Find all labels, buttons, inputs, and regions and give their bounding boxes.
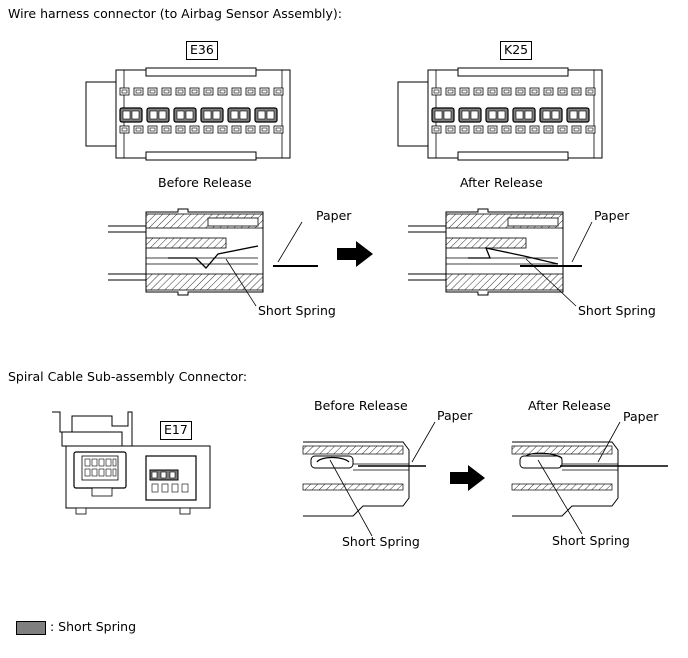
label-paper-before: Paper [316, 208, 352, 223]
connector-tag-k25: K25 [500, 41, 533, 60]
label-short-spring-before: Short Spring [258, 303, 336, 318]
label-paper-after: Paper [594, 208, 630, 223]
label-short-spring-after: Short Spring [578, 303, 656, 318]
short-spring-shape [468, 247, 559, 265]
spring-leader-after [525, 258, 577, 307]
section2-title: Spiral Cable Sub-assembly Connector: [8, 369, 248, 384]
caption-after-release-2: After Release [528, 398, 611, 413]
connector-tag-e36: E36 [186, 41, 218, 60]
label-paper-after-2: Paper [623, 409, 659, 424]
cross-section-after-release [407, 208, 564, 296]
connector-k25-top-view [397, 67, 603, 161]
label-paper-before-2: Paper [437, 408, 473, 423]
section1-title: Wire harness connector (to Airbag Sensor… [8, 6, 343, 21]
spiral-section-after-release [511, 441, 619, 517]
caption-before-release: Before Release [158, 175, 252, 190]
spring-leader-before-2 [329, 459, 373, 537]
label-short-spring-before-2: Short Spring [342, 534, 420, 549]
legend-swatch [16, 621, 46, 635]
connector-e36-top-view [85, 67, 291, 161]
spring-leader-after-2 [537, 459, 583, 535]
right-arrow-icon [450, 465, 485, 491]
spiral-cable-connector-front-view [52, 411, 211, 515]
paper-leader-before [277, 221, 303, 263]
caption-after-release: After Release [460, 175, 543, 190]
paper-leader-before-2 [411, 421, 436, 463]
right-arrow-icon [337, 241, 373, 267]
spring-leader-before [225, 258, 257, 307]
short-spring-shape [316, 456, 350, 463]
paper-leader-after-2 [597, 421, 621, 463]
label-short-spring-after-2: Short Spring [552, 533, 630, 548]
short-spring-shape [525, 452, 563, 459]
caption-before-release-2: Before Release [314, 398, 408, 413]
short-spring-shape [168, 245, 259, 269]
connector-tag-e17: E17 [160, 421, 192, 440]
legend-label: : Short Spring [50, 619, 137, 634]
paper-leader-after [571, 221, 593, 263]
spiral-section-before-release [302, 441, 410, 517]
cross-section-before-release [107, 208, 264, 296]
